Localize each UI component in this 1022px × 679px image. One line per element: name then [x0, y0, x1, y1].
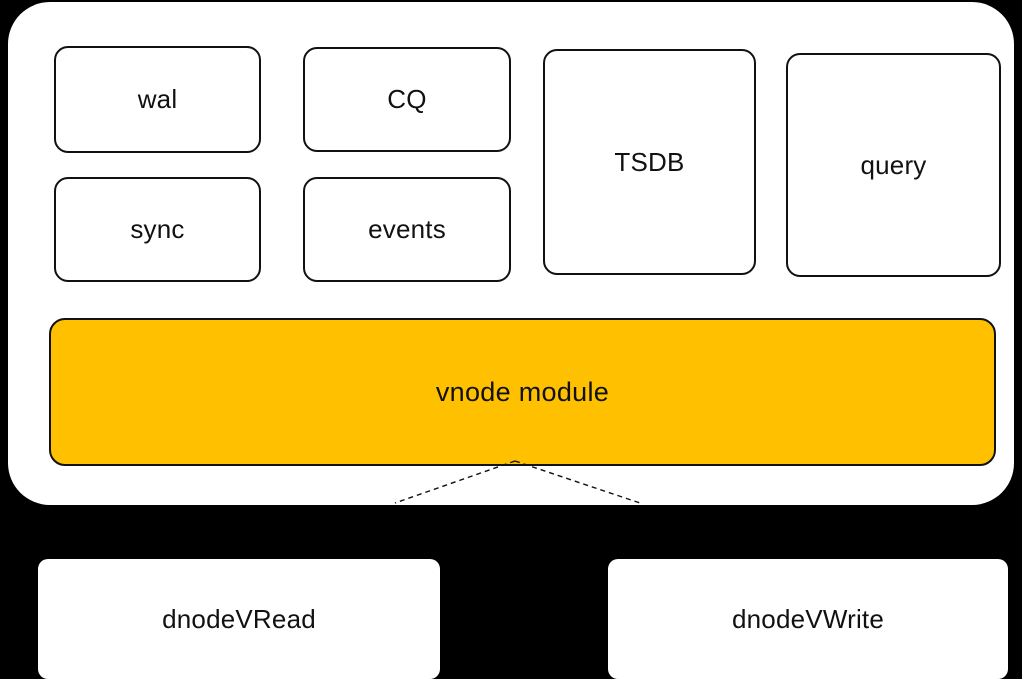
module-box-query[interactable]: query	[786, 53, 1001, 277]
module-box-sync[interactable]: sync	[54, 177, 261, 282]
dnode-vwrite-box[interactable]: dnodeVWrite	[608, 559, 1008, 679]
module-box-events[interactable]: events	[303, 177, 511, 282]
dnode-vwrite-label: dnodeVWrite	[731, 603, 885, 634]
module-label-cq: CQ	[387, 84, 427, 114]
module-box-tsdb[interactable]: TSDB	[543, 49, 756, 275]
dnode-vread-label: dnodeVRead	[162, 603, 316, 634]
vnode-module-label: vnode module	[435, 376, 610, 407]
vnode-container: wal CQ TSDB query sync events vnode modu…	[8, 2, 1014, 505]
dnode-vread-box[interactable]: dnodeVRead	[38, 559, 440, 679]
module-box-cq[interactable]: CQ	[303, 47, 511, 152]
module-label-sync: sync	[130, 214, 185, 244]
vnode-module-bar[interactable]: vnode module	[49, 318, 996, 466]
module-label-query: query	[860, 149, 927, 180]
module-label-wal: wal	[137, 84, 178, 114]
module-box-wal[interactable]: wal	[54, 46, 261, 153]
module-label-events: events	[368, 214, 446, 244]
module-label-tsdb: TSDB	[614, 146, 685, 177]
